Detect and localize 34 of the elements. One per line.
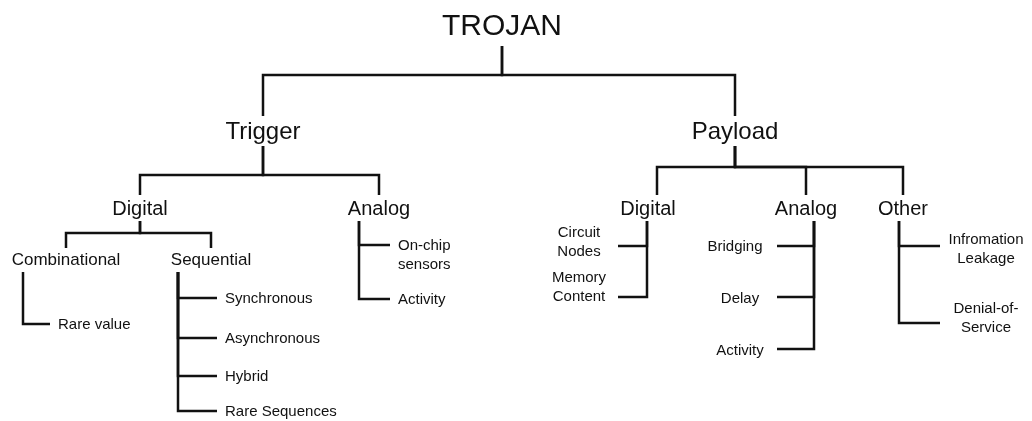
node-label: TROJAN [442, 7, 562, 44]
node-label: Asynchronous [225, 328, 321, 348]
node-label: Infromation Leakage [947, 230, 1025, 268]
node-label: Sequential [170, 249, 252, 271]
node-label: Memory Content [550, 268, 608, 306]
node-label: Hybrid [225, 366, 269, 386]
connector-line [777, 221, 816, 351]
node-label: Bridging [707, 236, 763, 256]
node-label: Analog [347, 195, 411, 221]
connector-line [176, 272, 217, 413]
node-label: Rare Sequences [225, 401, 337, 421]
node-label: Trigger [225, 116, 301, 146]
node-label: On-chip sensors [398, 236, 452, 274]
node-label: Other [878, 195, 928, 221]
node-label: Synchronous [225, 288, 313, 308]
connector-line [897, 221, 940, 325]
node-label: Delay [720, 288, 760, 308]
node-label: Circuit Nodes [556, 223, 602, 261]
connector-line [733, 146, 905, 195]
connector-line [138, 221, 213, 248]
node-label: Activity [716, 340, 764, 360]
node-label: Payload [691, 116, 779, 146]
node-label: Combinational [11, 249, 121, 271]
node-label: Analog [774, 195, 838, 221]
connector-line [500, 46, 737, 116]
connector-line [618, 221, 649, 299]
node-label: Activity [398, 289, 446, 309]
node-label: Digital [620, 195, 676, 221]
connector-line [357, 221, 390, 301]
connector-line [261, 146, 381, 195]
node-label: Denial-of-Service [952, 299, 1020, 337]
node-label: Digital [112, 195, 168, 221]
node-label: Rare value [58, 314, 131, 334]
connector-line [21, 272, 50, 326]
